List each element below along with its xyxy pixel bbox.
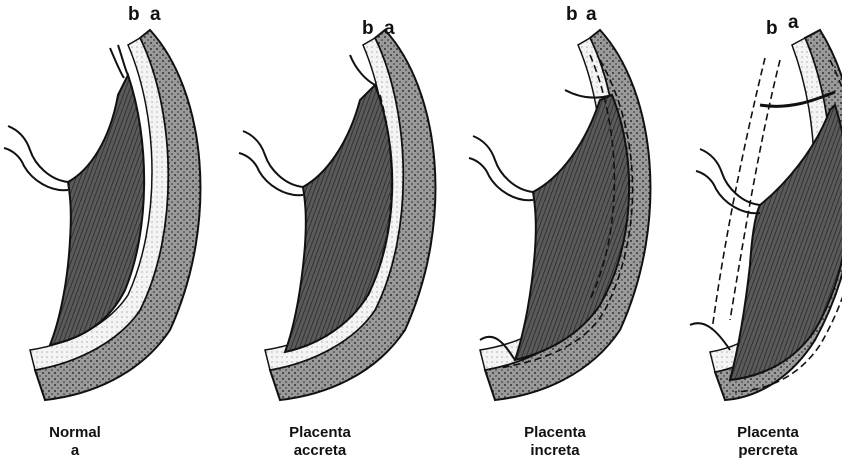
panel-normal bbox=[4, 30, 200, 400]
panel-percreta bbox=[690, 30, 842, 400]
panel-increta bbox=[469, 30, 650, 400]
placenta bbox=[730, 105, 842, 380]
caption-increta: Placenta increta bbox=[505, 424, 605, 460]
layer-a-label: a bbox=[586, 4, 597, 26]
caption-normal: Normal a bbox=[30, 424, 120, 460]
caption-accreta: Placenta accreta bbox=[270, 424, 370, 460]
layer-a-label: a bbox=[384, 18, 395, 40]
caption-line-2: a bbox=[30, 442, 120, 460]
umbilical-cord bbox=[239, 131, 303, 195]
caption-line-1: Placenta bbox=[505, 424, 605, 442]
umbilical-cord bbox=[696, 149, 760, 213]
fetal-membrane bbox=[690, 323, 730, 350]
caption-line-1: Placenta bbox=[718, 424, 818, 442]
layer-b-label: b bbox=[362, 18, 374, 40]
layer-b-label: b bbox=[128, 4, 140, 26]
panel-accreta bbox=[239, 30, 435, 400]
caption-line-2: percreta bbox=[718, 442, 818, 460]
caption-line-2: increta bbox=[505, 442, 605, 460]
layer-a-label: a bbox=[150, 4, 161, 26]
caption-line-1: Normal bbox=[30, 424, 120, 442]
fetal-membrane bbox=[110, 45, 128, 78]
caption-line-2: accreta bbox=[270, 442, 370, 460]
caption-percreta: Placenta percreta bbox=[718, 424, 818, 460]
umbilical-cord bbox=[469, 136, 533, 200]
layer-b-label: b bbox=[566, 4, 578, 26]
umbilical-cord bbox=[4, 126, 68, 190]
layer-a-label: a bbox=[788, 12, 799, 34]
layer-b-label: b bbox=[766, 18, 778, 40]
caption-line-1: Placenta bbox=[270, 424, 370, 442]
